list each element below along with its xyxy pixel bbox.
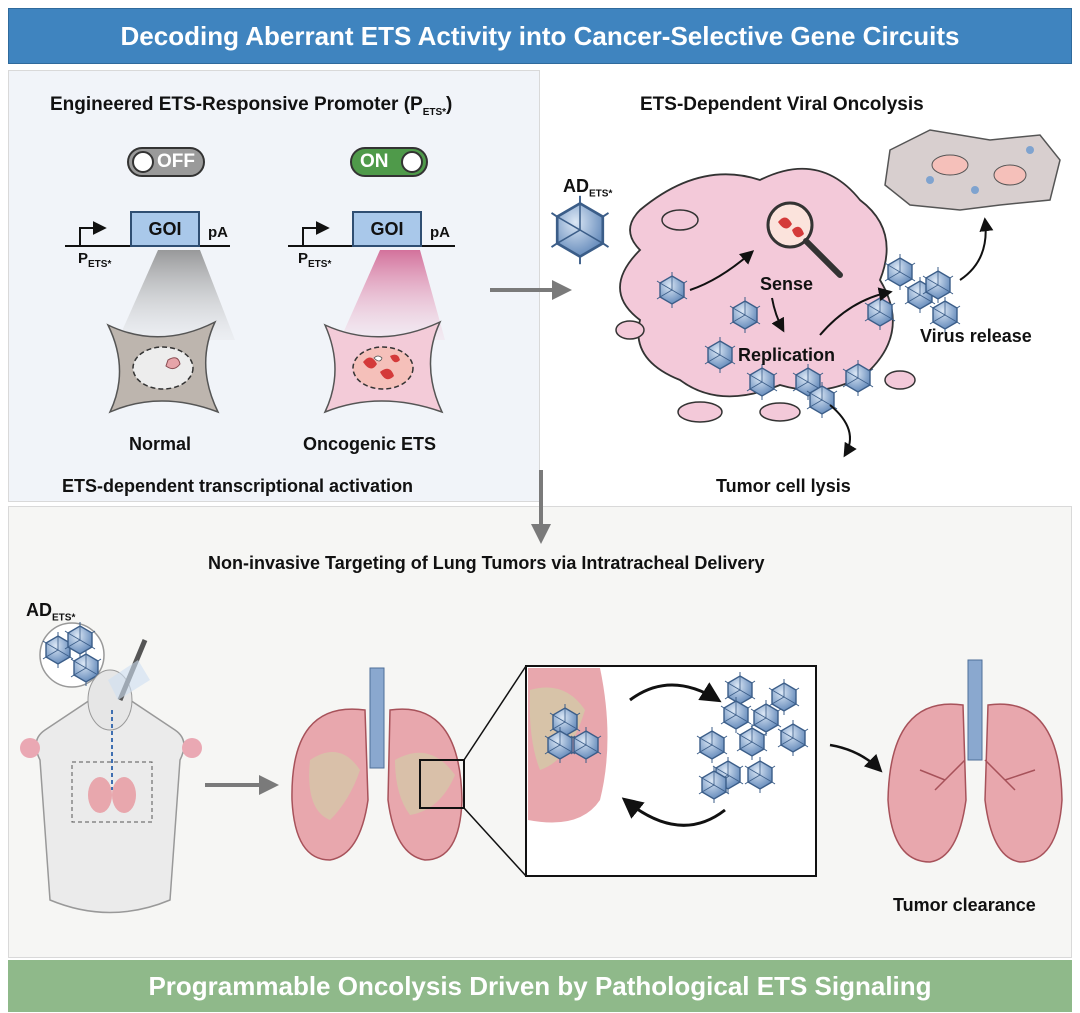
magnifier-icon [766,201,843,278]
normal-label: Normal [129,434,192,454]
lysed-cells [884,129,1061,211]
pa-label-oncogenic: pA [430,224,450,241]
oncolysis-panel-title: ETS-Dependent Viral Oncolysis [640,94,924,115]
zoom-inset [525,665,817,877]
virus-icon [884,253,916,291]
virus-label-right: ADETS* [563,176,613,200]
mouse-illustration [20,621,202,914]
arrow-replication [771,297,785,333]
lungs-clear [887,659,1063,863]
oncogenic-cell [323,320,444,414]
pa-label-normal: pA [208,224,228,241]
promoter-label-normal: PETS* [78,250,112,270]
tumor-cell [615,167,916,423]
virus-label-bottom: ADETS* [26,600,76,624]
arrow-sense [689,250,755,291]
expression-beam-pink [340,250,445,340]
promoter-panel-title: Engineered ETS-Responsive Promoter (PETS… [50,94,453,118]
clearance-label: Tumor clearance [893,895,1036,915]
footer-banner: Programmable Oncolysis Driven by Patholo… [8,960,1072,1012]
delivery-panel-title: Non-invasive Targeting of Lung Tumors vi… [208,553,765,573]
lysis-label: Tumor cell lysis [716,476,851,496]
goi-box-oncogenic: GOI [352,211,422,247]
toggle-knob [132,151,154,173]
toggle-on-label: ON [360,151,389,172]
arrow-lysis-cluster [959,217,994,281]
goi-box-normal: GOI [130,211,200,247]
toggle-on: ON [350,147,428,177]
replication-label: Replication [738,345,836,365]
header-title: Decoding Aberrant ETS Activity into Canc… [120,20,960,51]
arrow-release [819,287,893,336]
expression-beam-gray [118,250,235,340]
toggle-knob [401,151,423,173]
lungs-tumor [291,667,465,861]
arrow-lysis [829,404,857,458]
header-banner: Decoding Aberrant ETS Activity into Canc… [8,8,1072,64]
toggle-off-label: OFF [157,151,195,172]
oncogenic-label: Oncogenic ETS [303,434,437,454]
promoter-label-oncogenic: PETS* [298,250,332,270]
sense-label: Sense [760,274,814,294]
virus-icon [550,194,610,266]
promoter-panel [8,70,540,502]
virus-release-label: Virus release [920,326,1032,346]
transcription-caption: ETS-dependent transcriptional activation [62,476,414,496]
arrow-to-clearance [829,743,883,773]
normal-cell [106,320,220,414]
toggle-off: OFF [127,147,205,177]
footer-title: Programmable Oncolysis Driven by Patholo… [148,970,932,1001]
